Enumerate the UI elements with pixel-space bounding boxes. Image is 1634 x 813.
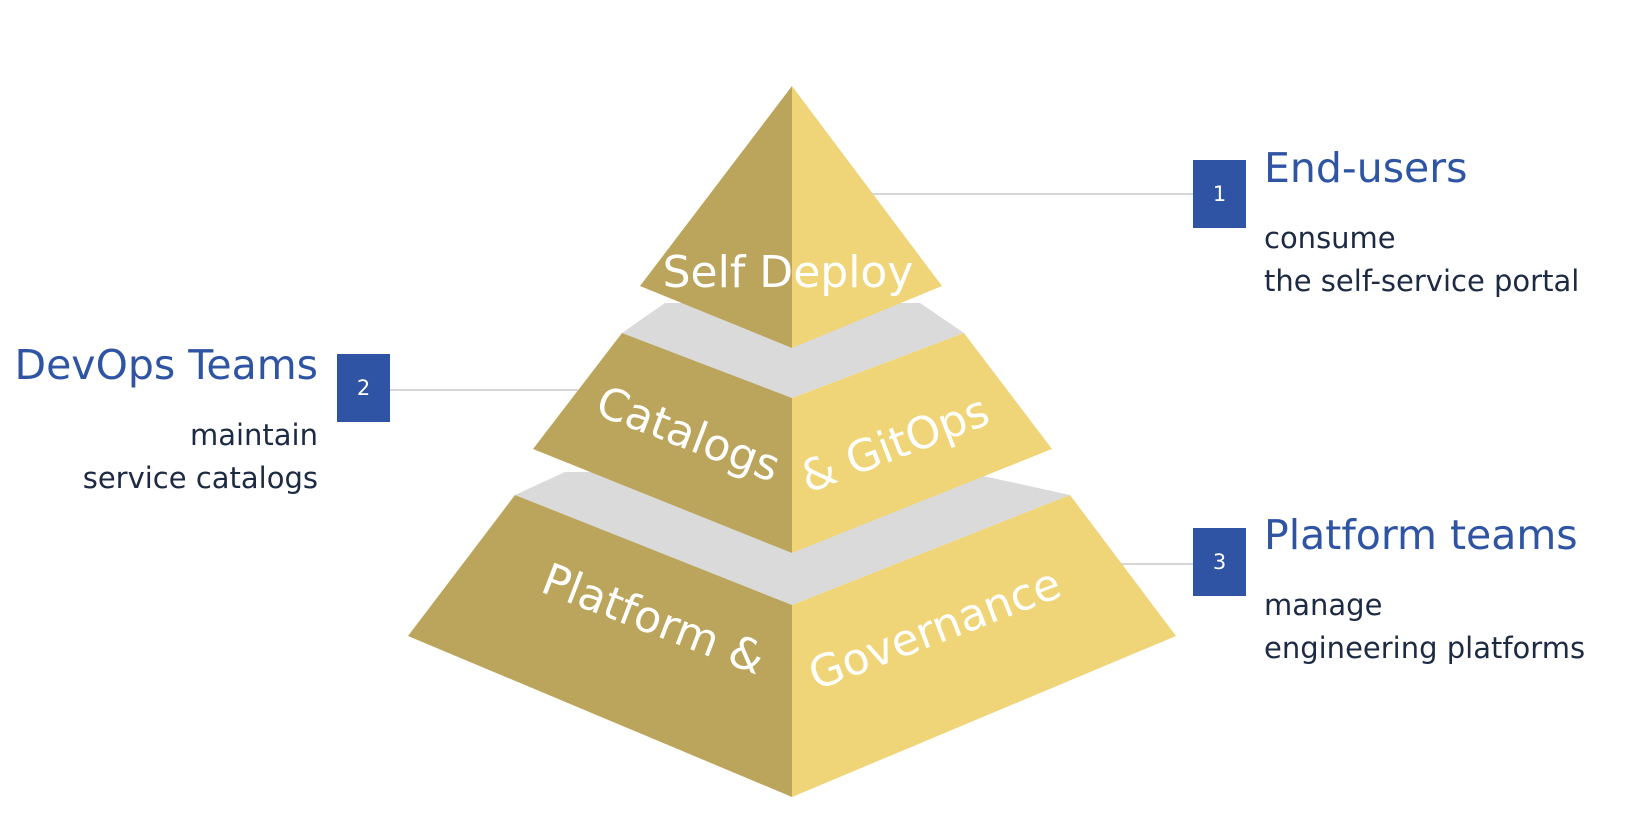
- top-tier-right-face: [792, 86, 942, 348]
- devops-teams-desc-line1: maintain: [189, 418, 318, 452]
- bottom-tier-right-face: [792, 495, 1176, 797]
- badge-platform-teams: 3: [1193, 528, 1246, 596]
- middle-tier-left-face: [533, 333, 792, 553]
- middle-tier-band: [622, 303, 964, 398]
- top-tier-left-face: [640, 86, 792, 348]
- bottom-tier-left-face: [408, 495, 792, 797]
- pyramid-tier-top: Self Deploy: [640, 86, 942, 348]
- devops-teams-title: DevOps Teams: [14, 341, 318, 389]
- middle-tier-right-face: [792, 333, 1052, 553]
- platform-teams-title: Platform teams: [1264, 511, 1578, 559]
- devops-teams-desc-line2: service catalogs: [82, 461, 318, 495]
- end-users-description: consume the self-service portal: [1264, 217, 1579, 303]
- devops-teams-description: maintain service catalogs: [83, 414, 318, 500]
- platform-teams-desc-line1: manage: [1264, 588, 1383, 622]
- badge-end-users: 1: [1193, 160, 1246, 228]
- pyramid-tier-middle: Catalogs & GitOps: [533, 303, 1052, 553]
- end-users-desc-line1: consume: [1264, 221, 1396, 255]
- pyramid-tier-bottom: Platform & Governance: [408, 472, 1176, 797]
- end-users-title: End-users: [1264, 144, 1468, 192]
- platform-teams-desc-line2: engineering platforms: [1264, 631, 1586, 665]
- badge-devops-teams: 2: [337, 354, 390, 422]
- end-users-desc-line2: the self-service portal: [1264, 264, 1580, 298]
- top-tier-label: Self Deploy: [663, 247, 914, 298]
- platform-teams-description: manage engineering platforms: [1264, 584, 1585, 670]
